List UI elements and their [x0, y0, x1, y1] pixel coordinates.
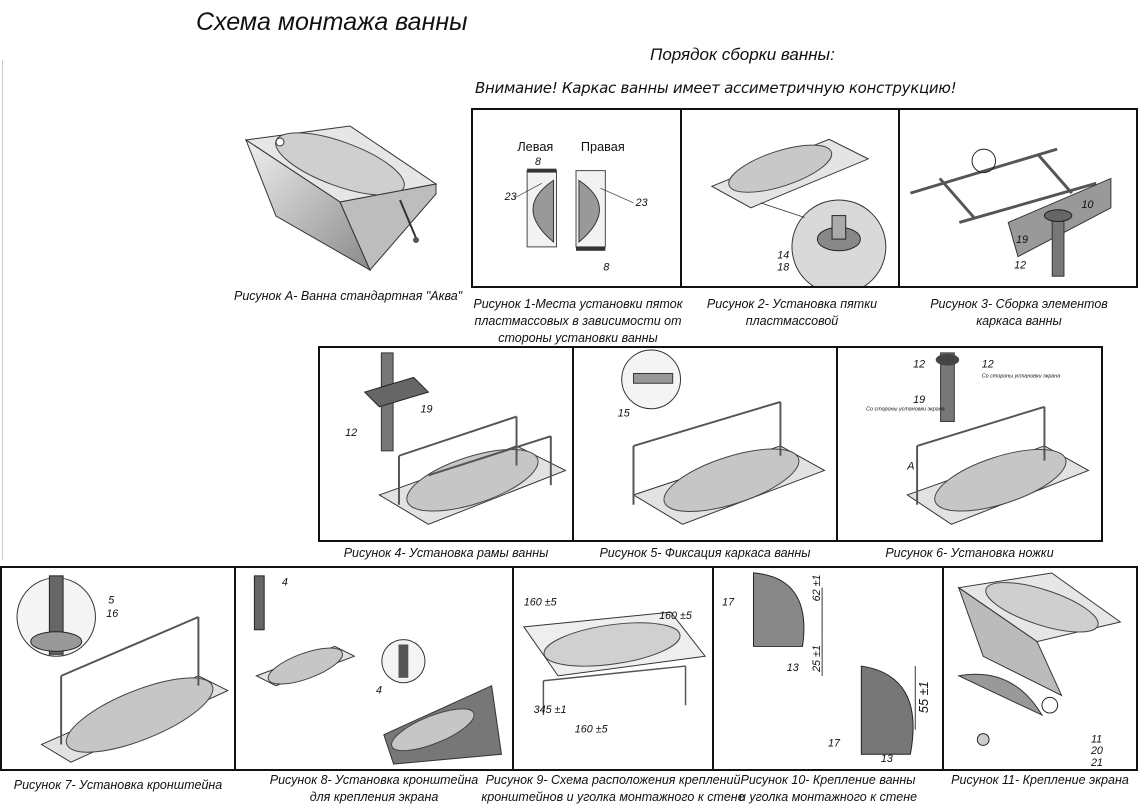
figure-1-caption: Рисунок 1-Места установки пяток пластмас… [472, 296, 684, 347]
figure-9-dimension: 160 ±5 [524, 596, 558, 608]
figure-10-dimension: 55 ±1 [916, 681, 931, 713]
figure-5-panel: 15 [572, 346, 838, 542]
figure-1-left-label: Левая [517, 139, 553, 154]
figure-9-dimension: 160 ±5 [659, 610, 693, 622]
figure-2-panel: 14 18 [680, 108, 900, 288]
caption-line: пластмассовой [745, 313, 839, 328]
figure-1-right-label: Правая [581, 139, 625, 154]
caption-line: кронштейнов и уголка монтажного к стене [481, 789, 745, 804]
figure-6-screen-side-note-2: Со стороны установки экрана [866, 407, 945, 413]
assembly-order-heading: Порядок сборки ванны: [650, 45, 835, 64]
figure-6-callout: 12 [982, 359, 994, 371]
figure-3-panel: 10 19 12 [898, 108, 1138, 288]
figure-9-panel: 160 ±5 160 ±5 345 ±1 160 ±5 [512, 566, 714, 771]
figure-6-panel: 12 12 19 A Со стороны установки экрана С… [836, 346, 1103, 542]
figure-10-caption: Рисунок 10- Крепление ванны и уголка мон… [712, 772, 944, 806]
caption-line: пластмассовых в зависимости от [474, 313, 682, 328]
figure-8-caption: Рисунок 8- Установка кронштейна для креп… [234, 772, 514, 806]
figure-9-dimension: 345 ±1 [534, 704, 567, 716]
figure-11-panel: 11 20 21 [942, 566, 1138, 771]
figure-5-callout: 15 [618, 408, 631, 420]
figure-10-dimension: 62 ±1 [811, 574, 823, 601]
figure-6-callout: A [906, 460, 914, 472]
figure-3-callout: 19 [1016, 234, 1028, 246]
caption-line: Рисунок 10- Крепление ванны [740, 773, 916, 787]
figure-9-dimension: 160 ±5 [575, 724, 609, 736]
figure-1-callout: 8 [535, 156, 541, 168]
figure-6-callout: 12 [913, 359, 925, 371]
figure-10-panel: 17 13 17 13 62 ±1 25 ±1 55 ±1 [712, 566, 944, 771]
caption-line: Рисунок 9- Схема расположения креплений [485, 773, 741, 787]
figure-2-caption: Рисунок 2- Установка пятки пластмассовой [682, 296, 902, 330]
figure-8-panel: 4 4 [234, 566, 514, 771]
asymmetry-warning: Внимание! Каркас ванны имеет ассиметричн… [475, 79, 957, 97]
page-title: Схема монтажа ванны [196, 8, 468, 36]
caption-line: для крепления экрана [309, 789, 439, 804]
figure-10-callout: 17 [722, 596, 735, 608]
figure-4-callout: 19 [421, 404, 433, 416]
figure-11-callout: 20 [1090, 745, 1103, 757]
figure-6-caption: Рисунок 6- Установка ножки [885, 546, 1054, 560]
figure-7-callout: 5 [108, 594, 115, 606]
figure-a-caption: Рисунок А- Ванна стандартная "Аква" [234, 289, 463, 303]
figure-1-panel: Левая Правая 8 23 23 8 [471, 108, 682, 288]
figure-4-callout: 12 [345, 427, 357, 439]
figure-10-dimension: 25 ±1 [811, 645, 823, 673]
caption-line: стороны установки ванны [498, 330, 658, 345]
figure-11-caption: Рисунок 11- Крепление экрана [951, 773, 1129, 787]
figure-3-callout: 12 [1014, 259, 1026, 271]
page-left-rule [2, 60, 3, 560]
figure-10-callout: 13 [881, 753, 893, 765]
caption-line: Рисунок 3- Сборка элементов [930, 297, 1108, 311]
figure-9-caption: Рисунок 9- Схема расположения креплений … [476, 772, 750, 806]
figure-1-callout: 23 [635, 197, 648, 209]
figure-7-caption: Рисунок 7- Установка кронштейна [13, 778, 223, 792]
caption-line: каркаса ванны [976, 313, 1062, 328]
figure-1-callout: 23 [504, 191, 517, 203]
figure-11-callout: 11 [1091, 733, 1102, 745]
caption-line: Рисунок 1-Места установки пяток [473, 297, 683, 311]
figure-5-caption: Рисунок 5- Фиксация каркаса ванны [599, 546, 811, 560]
caption-line: и уголка монтажного к стене [738, 789, 918, 804]
figure-6-screen-side-note: Со стороны установки экрана [982, 373, 1061, 379]
figure-4-caption: Рисунок 4- Установка рамы ванны [343, 546, 549, 560]
figure-3-caption: Рисунок 3- Сборка элементов каркаса ванн… [900, 296, 1138, 330]
figure-6-callout: 19 [913, 394, 925, 406]
caption-line: Рисунок 8- Установка кронштейна [269, 773, 479, 787]
figure-11-callout: 21 [1090, 757, 1103, 769]
figure-8-callout: 4 [282, 577, 288, 589]
figure-3-callout: 10 [1082, 199, 1094, 211]
figure-4-panel: 19 12 [318, 346, 574, 542]
figure-10-callout: 13 [787, 662, 799, 674]
figure-7-panel: 5 16 [0, 566, 236, 771]
figure-10-callout: 17 [828, 737, 841, 749]
figure-7-callout: 16 [106, 608, 118, 620]
figure-a-bathtub-image [240, 120, 440, 280]
figure-2-callout: 14 [777, 250, 789, 262]
caption-line: Рисунок 2- Установка пятки [706, 297, 878, 311]
figure-2-callout: 18 [777, 261, 789, 273]
figure-1-callout: 8 [603, 261, 609, 273]
figure-8-callout: 4 [376, 685, 382, 697]
